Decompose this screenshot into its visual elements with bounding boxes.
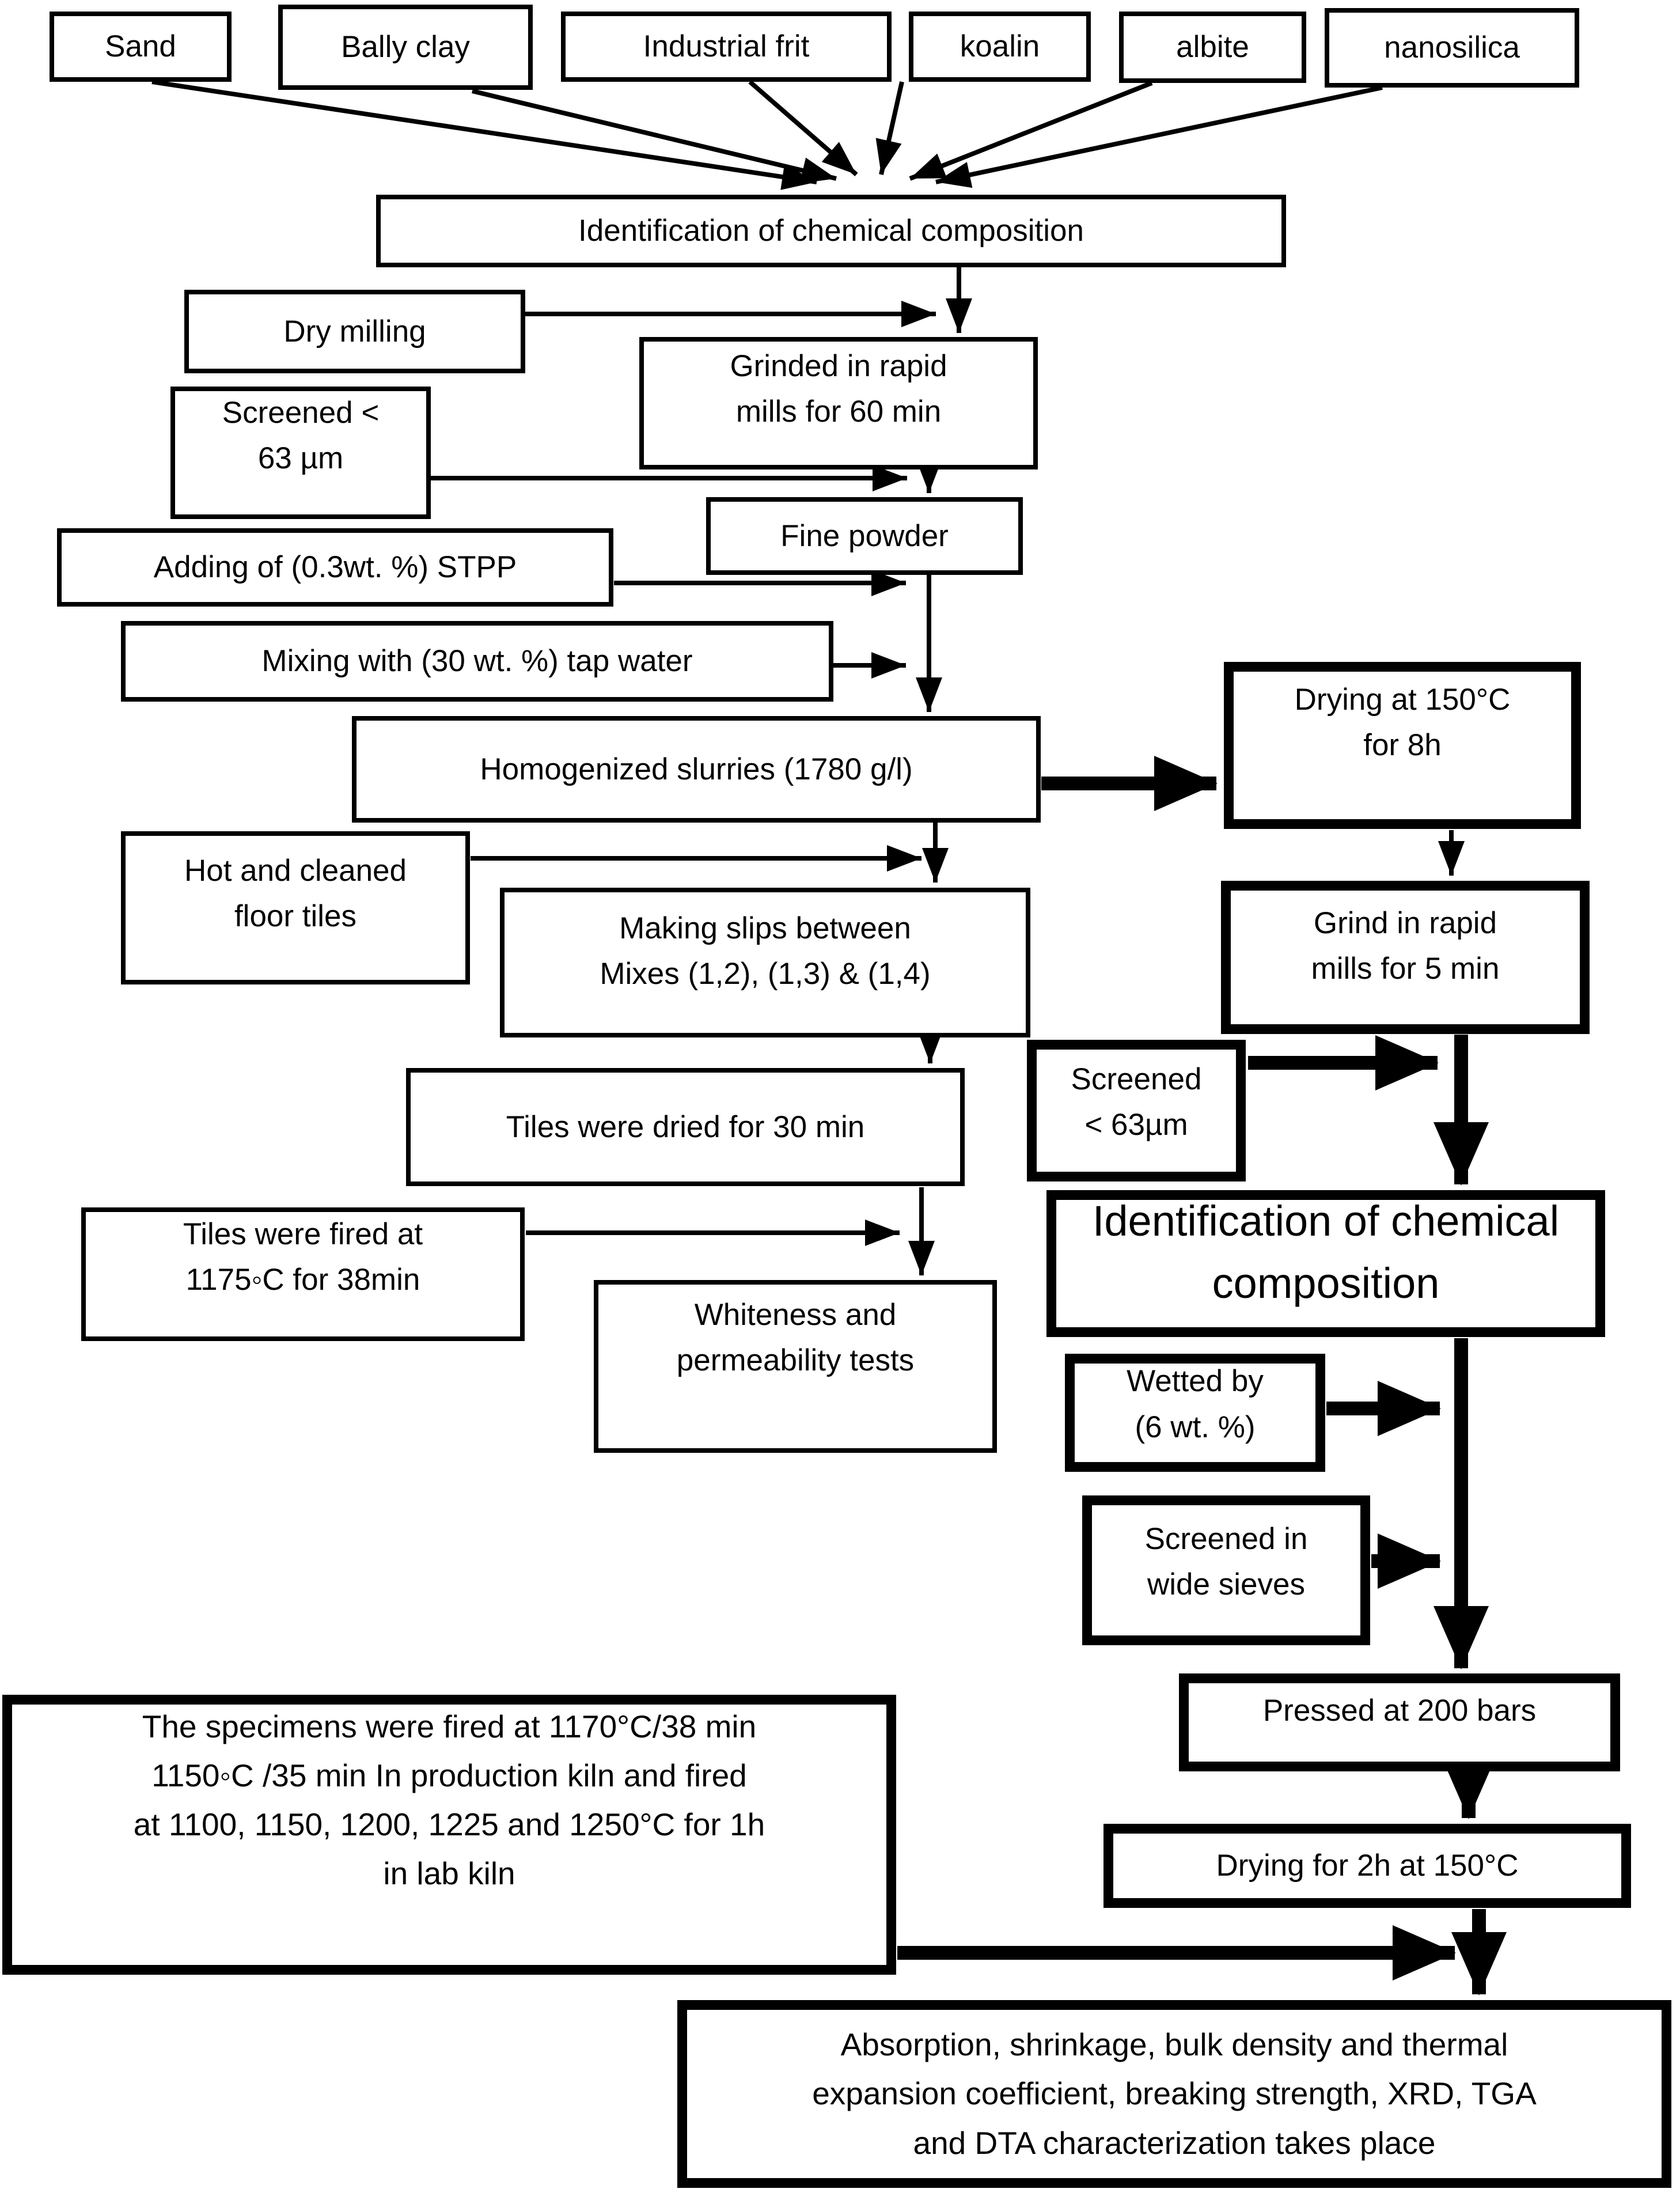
node-bally-clay: Bally clay [278, 5, 533, 90]
node-drying150-8h: Drying at 150°C for 8h [1224, 662, 1581, 829]
node-grind5-label: Grind in rapid mills for 5 min [1311, 906, 1500, 986]
node-koalin: koalin [909, 12, 1091, 82]
node-identification2-label: Identification of chemical composition [1092, 1197, 1560, 1307]
node-drying150-8h-label: Drying at 150°C for 8h [1294, 682, 1511, 763]
node-grind5: Grind in rapid mills for 5 min [1221, 881, 1590, 1034]
node-drying2h-label: Drying for 2h at 150°C [1216, 1849, 1519, 1883]
node-sand: Sand [50, 12, 232, 82]
node-fine-powder: Fine powder [706, 497, 1023, 575]
arrow-nanosilica-to-identification [935, 85, 1383, 188]
node-koalin-label: koalin [960, 29, 1040, 64]
node-nanosilica: nanosilica [1325, 8, 1579, 88]
node-pressed: Pressed at 200 bars [1179, 1673, 1620, 1771]
node-homogenized: Homogenized slurries (1780 g/l) [352, 716, 1041, 823]
node-identification1-label: Identification of chemical composition [578, 214, 1084, 248]
node-screened63-1: Screened < 63 µm [170, 387, 431, 519]
arrow-industrial-frit-to-identification [748, 79, 858, 177]
node-albite: albite [1119, 12, 1306, 83]
node-whiteness-label: Whiteness and permeability tests [676, 1297, 915, 1378]
node-adding-stpp: Adding of (0.3wt. %) STPP [57, 528, 613, 607]
node-nanosilica-label: nanosilica [1384, 31, 1520, 65]
node-sand-label: Sand [105, 29, 176, 64]
arrow-bally-clay-to-identification [472, 89, 837, 184]
node-mixing-water-label: Mixing with (30 wt. %) tap water [261, 644, 693, 679]
node-screened63-1-label: Screened < 63 µm [222, 395, 380, 476]
node-absorption-label: Absorption, shrinkage, bulk density and … [812, 2027, 1537, 2161]
node-tiles-fired-label: Tiles were fired at 1175◦C for 38min [183, 1217, 423, 1297]
node-screened-sieves-label: Screened in wide sieves [1144, 1521, 1308, 1602]
node-grinded60-label: Grinded in rapid mills for 60 min [730, 349, 947, 429]
node-adding-stpp-label: Adding of (0.3wt. %) STPP [153, 550, 517, 585]
node-tiles-fired: Tiles were fired at 1175◦C for 38min [81, 1207, 525, 1341]
node-specimens-fired-label: The specimens were fired at 1170°C/38 mi… [133, 1708, 765, 1892]
node-bally-clay-label: Bally clay [341, 30, 470, 65]
node-hot-tiles-label: Hot and cleaned floor tiles [184, 853, 407, 934]
arrow-koalin-to-identification [875, 81, 904, 175]
node-mixing-water: Mixing with (30 wt. %) tap water [121, 621, 833, 702]
node-absorption: Absorption, shrinkage, bulk density and … [677, 2000, 1671, 2188]
node-dry-milling: Dry milling [184, 290, 525, 373]
node-drying2h: Drying for 2h at 150°C [1103, 1824, 1631, 1908]
node-dry-milling-label: Dry milling [283, 314, 426, 349]
node-albite-label: albite [1176, 30, 1249, 65]
node-screened63-2: Screened < 63µm [1027, 1040, 1246, 1181]
node-pressed-label: Pressed at 200 bars [1262, 1694, 1537, 1728]
node-homogenized-label: Homogenized slurries (1780 g/l) [480, 752, 913, 786]
node-identification1: Identification of chemical composition [376, 195, 1286, 267]
node-fine-powder-label: Fine powder [780, 518, 949, 553]
node-industrial-frit-label: Industrial frit [643, 29, 810, 64]
node-identification2: Identification of chemical composition [1046, 1190, 1605, 1337]
node-industrial-frit: Industrial frit [561, 12, 892, 82]
arrow-sand-to-identification [151, 79, 817, 190]
node-screened-sieves: Screened in wide sieves [1082, 1495, 1370, 1645]
node-specimens-fired: The specimens were fired at 1170°C/38 mi… [2, 1695, 896, 1975]
node-screened63-2-label: Screened < 63µm [1071, 1062, 1202, 1142]
node-tiles-dried-label: Tiles were dried for 30 min [506, 1109, 865, 1144]
node-wetted: Wetted by (6 wt. %) [1065, 1354, 1325, 1472]
node-whiteness: Whiteness and permeability tests [594, 1280, 997, 1453]
node-making-slips: Making slips between Mixes (1,2), (1,3) … [500, 888, 1030, 1037]
node-wetted-label: Wetted by (6 wt. %) [1127, 1364, 1264, 1444]
node-making-slips-label: Making slips between Mixes (1,2), (1,3) … [600, 911, 931, 991]
node-tiles-dried: Tiles were dried for 30 min [406, 1068, 965, 1186]
node-hot-tiles: Hot and cleaned floor tiles [121, 831, 470, 984]
node-grinded60: Grinded in rapid mills for 60 min [639, 337, 1038, 469]
